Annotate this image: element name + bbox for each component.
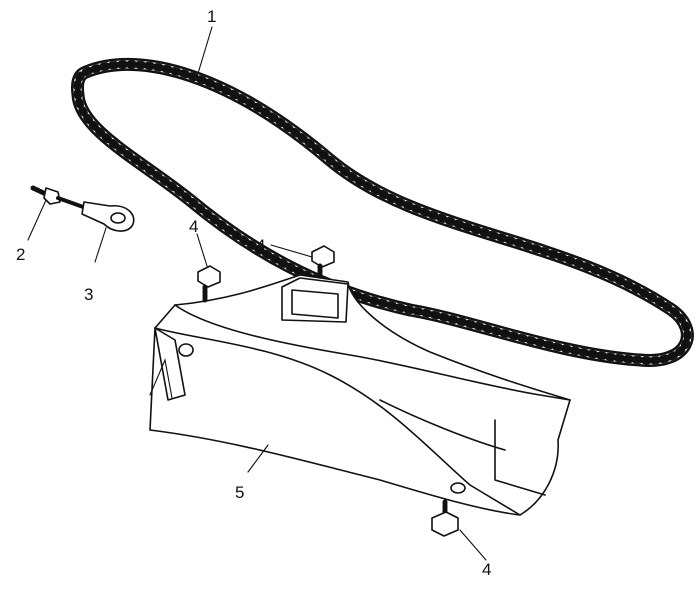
chain-adjuster-assembly [30, 185, 135, 232]
leader-guard [247, 444, 269, 473]
callout-chain-adjuster: 3 [84, 285, 93, 304]
leader-chain [195, 26, 213, 81]
chain-guard [149, 274, 571, 516]
leader-adjuster-bolt [27, 199, 47, 241]
guard-rear-bracket-face [149, 358, 173, 399]
adjuster-plate [81, 201, 135, 232]
adjuster-plate-hole [110, 212, 126, 224]
adjuster-bolt-shank [56, 196, 88, 210]
guard-rear-bracket [154, 327, 186, 401]
adjuster-bolt-nut [43, 187, 61, 205]
callout-bolt-left: 4 [189, 217, 198, 236]
leader-bolt-left [196, 233, 208, 267]
guard-mount-hole-front [450, 482, 466, 494]
guard-inner-fold [379, 399, 506, 451]
leader-lines [27, 26, 487, 561]
guard-mount-tab [281, 277, 349, 323]
callout-adjuster-bolt: 2 [16, 245, 25, 264]
leader-bolt-bottom [459, 529, 487, 561]
guard-mount-hole-rear [178, 343, 194, 357]
guard-end-wall [494, 419, 546, 496]
drive-chain [71, 57, 694, 367]
bolt-left-shape [197, 265, 221, 303]
chain-link-pattern [73, 60, 692, 365]
bolt-bottom-shape [431, 499, 459, 537]
guard-mount-tab-slot [291, 289, 339, 319]
bolt-middle-shape [311, 245, 335, 279]
guard-side-edge [154, 327, 521, 516]
guard-top-ridge [174, 304, 571, 401]
callout-bolt-middle: 4 [256, 236, 265, 255]
leader-chain-adjuster [94, 227, 107, 263]
callout-bolt-bottom: 4 [482, 560, 491, 579]
callout-chain: 1 [207, 7, 216, 26]
callout-guard: 5 [235, 483, 244, 502]
leader-bolt-middle [270, 244, 313, 258]
guard-outline [149, 274, 571, 516]
